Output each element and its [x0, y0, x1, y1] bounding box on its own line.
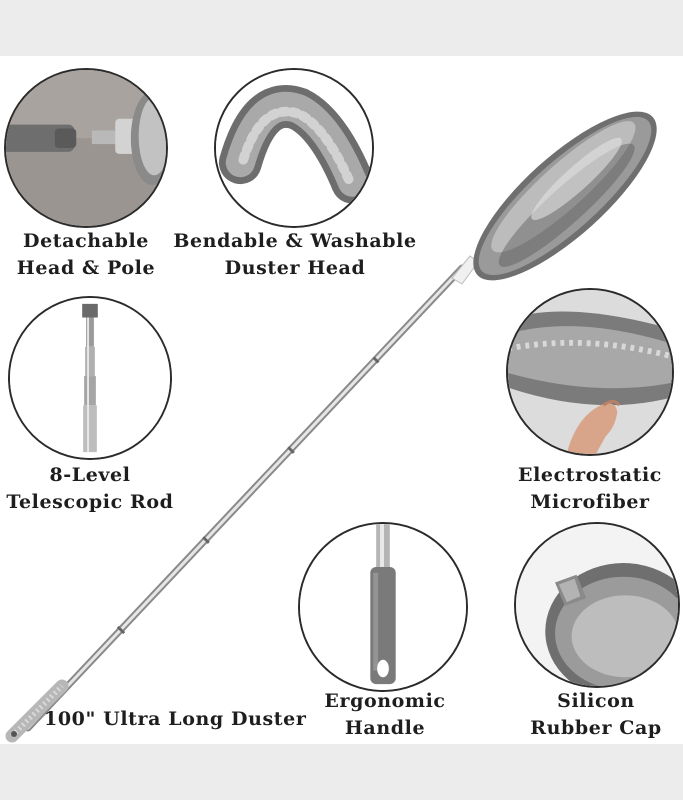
- telescopic-caption: 8-Level Telescopic Rod: [6, 464, 174, 513]
- bendable-head-icon: [216, 70, 372, 226]
- microfiber-closeup-icon: [508, 290, 672, 454]
- telescopic-feature-image: [8, 296, 172, 460]
- product-length-label: 100" Ultra Long Duster: [44, 708, 307, 730]
- detachable-feature-image: [4, 68, 168, 228]
- handle-feature-image: [298, 522, 468, 692]
- product-image: Detachable Head & Pole Bendable & Washab…: [0, 56, 683, 744]
- cap-feature-image: [514, 522, 680, 688]
- cap-caption: Silicon Rubber Cap: [530, 690, 662, 739]
- rubber-cap-icon: [516, 524, 678, 686]
- detachable-caption: Detachable Head & Pole: [16, 230, 156, 279]
- detachable-head-icon: [6, 70, 166, 226]
- telescopic-rod-icon: [10, 298, 170, 458]
- microfiber-caption: Electrostatic Microfiber: [518, 464, 662, 513]
- microfiber-feature-image: [506, 288, 674, 456]
- bendable-feature-image: [214, 68, 374, 228]
- ergonomic-handle-icon: [300, 524, 466, 690]
- handle-caption: Ergonomic Handle: [324, 690, 446, 739]
- main-duster-illustration: [5, 111, 657, 743]
- bendable-caption: Bendable & Washable Duster Head: [173, 230, 417, 279]
